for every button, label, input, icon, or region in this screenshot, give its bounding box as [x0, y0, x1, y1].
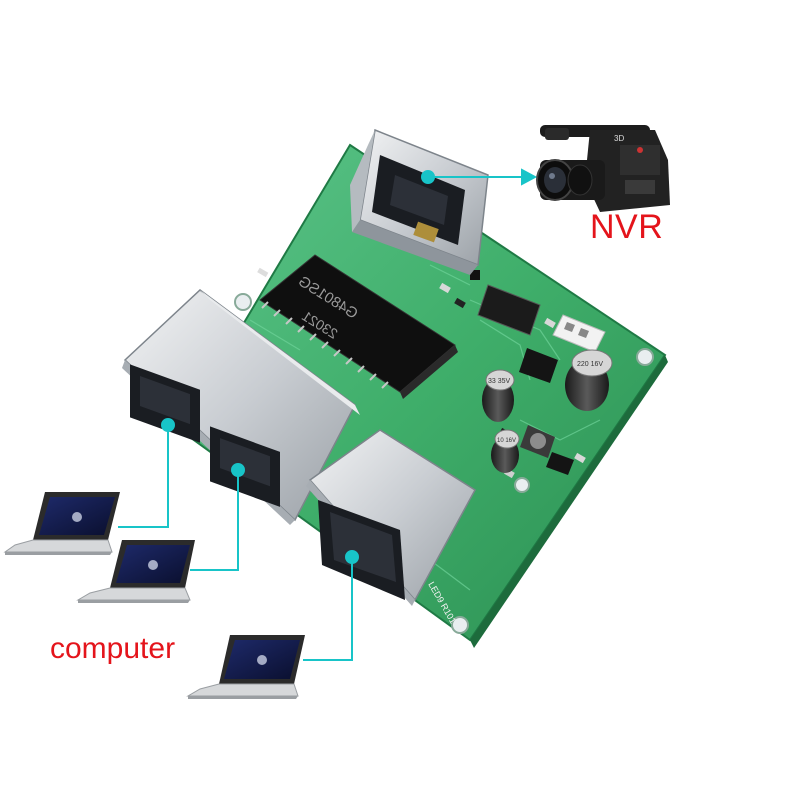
laptop-icon [186, 635, 305, 699]
mounting-hole [451, 616, 469, 634]
record-light [637, 147, 643, 153]
inductor [520, 425, 555, 458]
nvr-label: NVR [590, 208, 664, 246]
rj45-port-1 [130, 364, 200, 443]
laptop-icon [3, 492, 120, 555]
port-2-line [190, 470, 239, 571]
diode-chip [546, 452, 574, 475]
capacitor: 10 16V [491, 429, 520, 473]
laptop-base [3, 539, 113, 553]
laptop-base [186, 683, 299, 697]
capacitor: 33 35V [482, 369, 515, 422]
laptop-base [76, 587, 191, 601]
switch-board: G4801SG 23021 33 35V 220 16V 10 16V LED9… [178, 143, 668, 648]
switch-ic-chip [477, 284, 541, 336]
video-camera-icon: 3D [536, 125, 670, 212]
rj45-port-3 [306, 429, 476, 606]
rj45-port-2 [210, 426, 280, 507]
mounting-hole [636, 348, 654, 366]
camera-badge: 3D [614, 134, 624, 143]
rj45-port-uplink [350, 128, 489, 275]
capacitor-mark: 10 16V [497, 438, 516, 444]
capacitor: 220 16V [565, 349, 613, 411]
port-3-line [303, 557, 353, 661]
mounting-hole [234, 293, 252, 311]
regulator-chip [519, 348, 558, 383]
magnetics-chip: G4801SG 23021 [259, 254, 458, 399]
capacitor-mark: 33 35V [488, 378, 511, 385]
pcb-edge [470, 355, 668, 648]
connection-lines [118, 168, 538, 661]
capacitor-mark: 220 16V [577, 361, 603, 368]
arrow-head-icon [521, 168, 538, 186]
computer-label: computer [50, 632, 176, 665]
port-1-line [118, 425, 169, 528]
laptop-icon [76, 540, 195, 603]
mounting-hole [514, 477, 530, 493]
